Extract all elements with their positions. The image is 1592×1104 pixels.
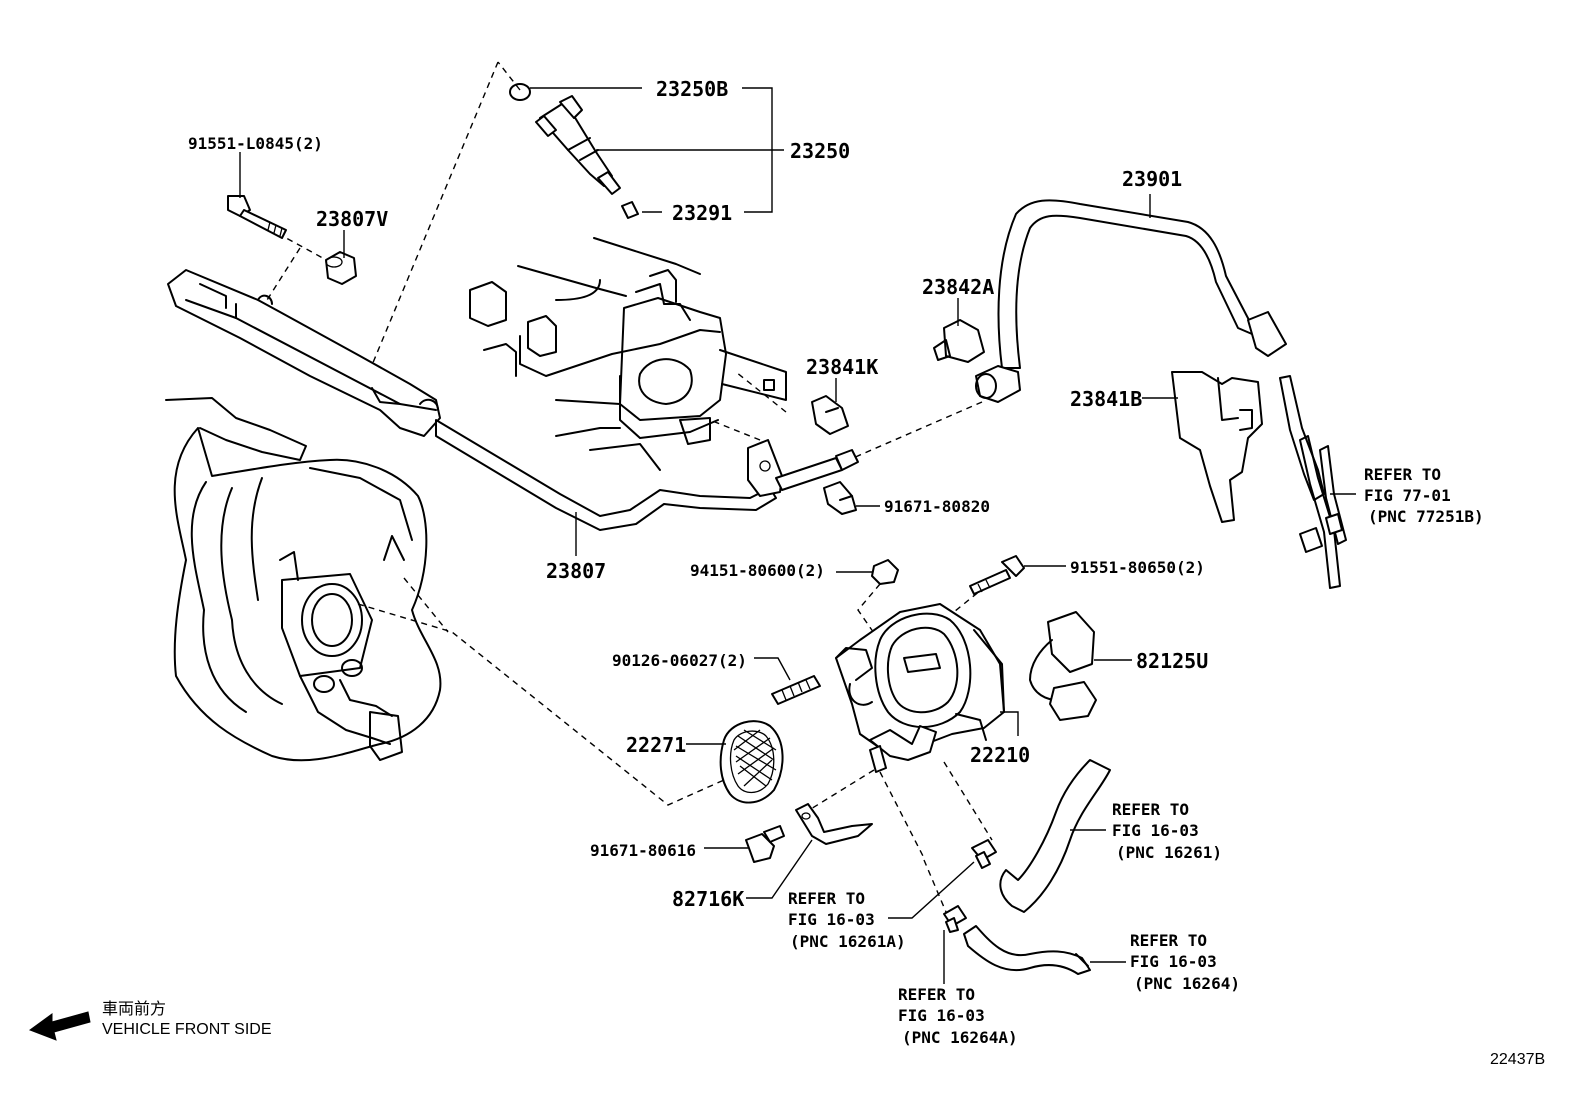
label-82125U: 82125U: [1136, 649, 1208, 673]
clip-23841K: [811, 395, 849, 435]
ref-16261A-line1: REFER TO: [788, 889, 865, 908]
label-82716K: 82716K: [672, 887, 744, 911]
bolt-91671-80820: [823, 481, 857, 515]
fitting-16264A: [943, 905, 967, 933]
ref-fig77-line1: REFER TO: [1364, 465, 1441, 484]
front-label-japanese: 車両前方: [102, 1000, 166, 1018]
bolt-91551-L0845: [227, 195, 287, 239]
bracket-23841B: [1171, 371, 1263, 523]
label-23250: 23250: [790, 139, 850, 163]
ref-16261-line3: (PNC 16261): [1116, 843, 1222, 862]
dashed-guides: [261, 61, 993, 913]
front-arrow-icon: [28, 1011, 91, 1041]
label-91671-80820: 91671-80820: [884, 497, 990, 516]
label-23901: 23901: [1122, 167, 1182, 191]
ref-16264A-line1: REFER TO: [898, 985, 975, 1004]
ref-16264A-line2: FIG 16-03: [898, 1006, 985, 1025]
o-ring-23250B: [509, 83, 531, 101]
label-23291: 23291: [672, 201, 732, 225]
ref-fig77-line2: FIG 77-01: [1364, 486, 1451, 505]
hose-77251B: [1279, 375, 1347, 589]
ref-16264-line3: (PNC 16264): [1134, 974, 1240, 993]
label-22210: 22210: [970, 743, 1030, 767]
bolt-91671-80616: [745, 825, 785, 863]
grommet-23291: [621, 201, 639, 219]
label-23842A: 23842A: [922, 275, 994, 299]
nut-94151-80600: [871, 559, 899, 585]
part-labels: 23250B 23250 23291 91551-L0845(2) 23807V…: [188, 77, 1208, 911]
ref-16264A-line3: (PNC 16264A): [902, 1028, 1018, 1047]
label-22271: 22271: [626, 733, 686, 757]
reference-16261: REFER TO FIG 16-03 (PNC 16261): [1112, 800, 1222, 862]
label-23807: 23807: [546, 559, 606, 583]
diagram-code: 22437B: [1490, 1051, 1545, 1068]
hose-16261: [999, 759, 1111, 913]
ref-16261-line1: REFER TO: [1112, 800, 1189, 819]
label-91671-80616: 91671-80616: [590, 841, 696, 860]
intake-manifold: [165, 397, 442, 762]
stud-90126-06027: [771, 675, 821, 705]
label-23250B: 23250B: [656, 77, 728, 101]
leader-lines: [239, 87, 1356, 984]
clamp-23842A: [933, 319, 985, 363]
label-90126-06027: 90126-06027(2): [612, 651, 747, 670]
label-91551-80650: 91551-80650(2): [1070, 558, 1205, 577]
label-23841B: 23841B: [1070, 387, 1142, 411]
reference-fig77: REFER TO FIG 77-01 (PNC 77251B): [1364, 465, 1484, 526]
spacer-23807V: [325, 251, 357, 285]
reference-16261A: REFER TO FIG 16-03 (PNC 16261A): [788, 889, 906, 951]
reference-16264A: REFER TO FIG 16-03 (PNC 16264A): [898, 985, 1018, 1047]
vehicle-front-indicator: 車両前方 VEHICLE FRONT SIDE: [28, 1000, 272, 1041]
ref-16261-line2: FIG 16-03: [1112, 821, 1199, 840]
throttle-body-22210: [835, 603, 1005, 773]
fuel-injector-assembly: [509, 83, 639, 219]
fuel-hose-23901: [975, 199, 1287, 403]
ref-16264-line2: FIG 16-03: [1130, 952, 1217, 971]
front-label-english: VEHICLE FRONT SIDE: [102, 1021, 272, 1038]
fuel-delivery-pipe: [167, 269, 859, 531]
ref-16264-line1: REFER TO: [1130, 931, 1207, 950]
label-94151-80600: 94151-80600(2): [690, 561, 825, 580]
reference-16264: REFER TO FIG 16-03 (PNC 16264): [1130, 931, 1240, 993]
hose-16264: [963, 925, 1091, 975]
engine-block: [469, 237, 787, 471]
connector-82125U: [1029, 611, 1097, 721]
ref-16261A-line3: (PNC 16261A): [790, 932, 906, 951]
bolt-91551-80650: [969, 555, 1025, 595]
ref-fig77-line3: (PNC 77251B): [1368, 507, 1484, 526]
fitting-16261A: [971, 839, 997, 869]
ref-16261A-line2: FIG 16-03: [788, 910, 875, 929]
bracket-82716K: [795, 803, 873, 845]
label-23807V: 23807V: [316, 207, 388, 231]
label-91551-L0845: 91551-L0845(2): [188, 134, 323, 153]
gasket-22271: [719, 720, 784, 804]
label-23841K: 23841K: [806, 355, 878, 379]
